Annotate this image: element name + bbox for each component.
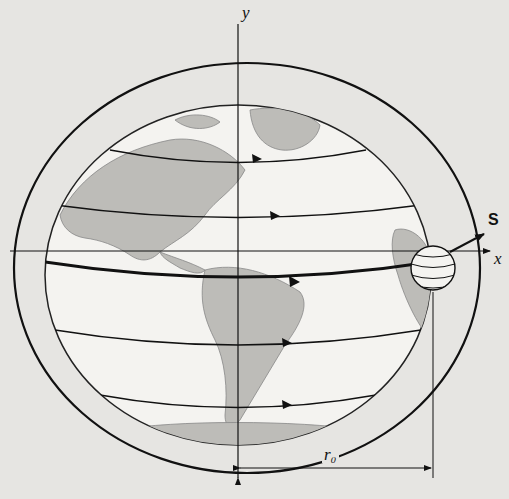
axis-label: x <box>494 250 502 267</box>
satellite <box>411 246 455 290</box>
spin-vector <box>450 234 484 252</box>
dimension-line <box>240 468 431 469</box>
orbit-circle <box>14 63 480 473</box>
axis-label: y <box>242 4 250 21</box>
vector-label: S <box>488 212 499 228</box>
dimension-label: r₀ <box>322 446 339 463</box>
continents <box>60 108 432 450</box>
extension-line <box>433 292 434 478</box>
satellite-lines <box>411 254 455 288</box>
rotation-arrows <box>252 154 300 409</box>
